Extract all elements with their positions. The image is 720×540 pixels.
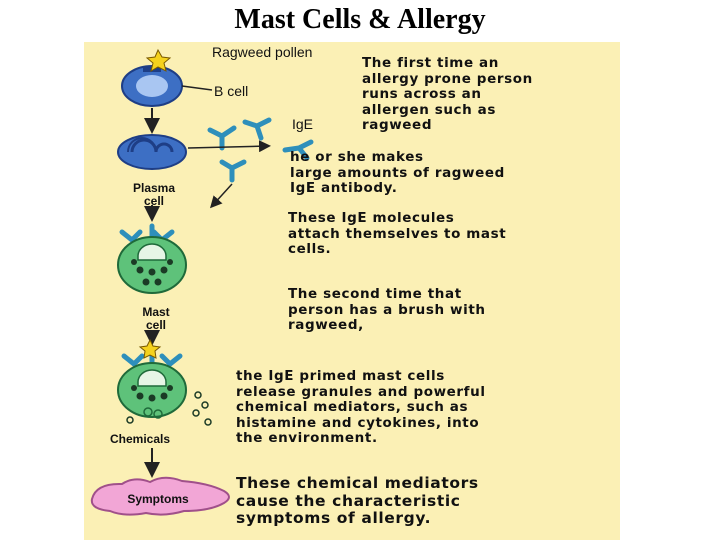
mast-cell-icon [117, 223, 187, 294]
ige-antibody-icons [207, 117, 314, 183]
symptoms-blob-icon [90, 476, 230, 516]
diagram-panel [84, 42, 620, 540]
step-3-text: These IgE molecules attach themselves to… [288, 210, 507, 257]
step-4-text: The second time that person has a brush … [288, 286, 486, 333]
label-mast-cell: Mast cell [142, 305, 170, 332]
label-plasma-cell: Plasma cell [132, 181, 176, 208]
label-ige: IgE [292, 116, 314, 132]
step-2-text: he or she makes large amounts of ragweed… [290, 149, 505, 196]
released-granules-icons [126, 391, 212, 426]
b-cell-icon [121, 65, 183, 107]
b-cell-pointer [181, 85, 213, 91]
label-symptoms: Symptoms [127, 492, 189, 506]
pollen-icon [145, 48, 172, 73]
label-b-cell: B cell [214, 83, 249, 99]
page-title: Mast Cells & Allergy [234, 4, 486, 35]
step-6-text: These chemical mediators cause the chara… [236, 474, 479, 527]
label-ragweed-pollen: Ragweed pollen [212, 44, 313, 60]
primed-mast-cell-icon [117, 338, 187, 419]
label-chemicals: Chemicals [110, 432, 171, 446]
step-1-text: The first time an allergy prone person r… [362, 55, 533, 133]
plasma-cell-icon [117, 134, 187, 170]
arrow-plasma-ige [187, 140, 271, 153]
step-5-text: the IgE primed mast cells release granul… [236, 368, 486, 446]
arrow-ige-mast [209, 183, 233, 209]
